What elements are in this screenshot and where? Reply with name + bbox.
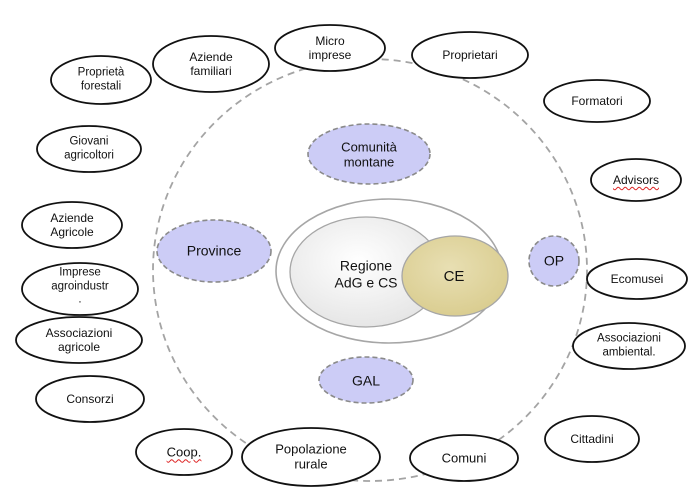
gal-ellipse <box>318 356 414 404</box>
stakeholder-cittadini: Cittadini <box>570 431 614 446</box>
comunita-montane-ellipse <box>307 123 431 185</box>
stakeholder-ecomusei: Ecomusei <box>610 271 664 286</box>
stakeholder-ellipse-comuni <box>409 434 519 482</box>
stakeholder-ellipse-imprese-agroindustr <box>21 262 139 316</box>
stakeholder-proprietari: Proprietari <box>442 47 498 62</box>
province-label: Province <box>186 242 242 259</box>
stakeholder-micro-imprese: Micro imprese <box>308 33 352 62</box>
ce-ellipse <box>401 235 509 317</box>
stakeholder-ellipse-giovani-agricoltori <box>36 125 142 173</box>
op-ellipse <box>528 235 580 287</box>
stakeholder-ellipse-advisors <box>590 158 682 202</box>
op-label: OP <box>543 252 565 269</box>
ce-label: CE <box>443 268 465 286</box>
stakeholder-advisors: Advisors <box>612 172 660 187</box>
stakeholder-ellipse-consorzi <box>35 375 145 423</box>
stakeholder-coop: Coop. <box>166 444 202 460</box>
stakeholder-ellipse-proprietari <box>411 31 529 79</box>
stakeholder-formatori: Formatori <box>571 93 623 108</box>
stakeholder-ellipse-aziende-familiari <box>152 35 270 93</box>
stakeholder-aziende-agricole: Aziende Agricole <box>50 210 94 239</box>
stakeholder-consorzi: Consorzi <box>66 391 114 406</box>
stakeholder-popolazione-rurale: Popolazione rurale <box>275 441 347 472</box>
stakeholder-ellipse-micro-imprese <box>274 24 386 72</box>
gal-label: GAL <box>351 372 381 389</box>
stakeholder-ellipse-associazioni-agricole <box>15 316 143 364</box>
stakeholder-imprese-agroindustr: Imprese agroindustr . <box>51 266 109 306</box>
stakeholder-ellipse-formatori <box>543 79 651 123</box>
stakeholder-ellipse-associazioni-ambientali <box>572 322 686 370</box>
stakeholder-aziende-familiari: Aziende familiari <box>189 49 233 78</box>
stakeholder-associazioni-ambientali: Associazioni ambiental. <box>597 332 661 358</box>
stakeholder-associazioni-agricole: Associazioni agricole <box>45 325 113 354</box>
stakeholder-ellipse-ecomusei <box>586 258 688 300</box>
stakeholder-ellipse-aziende-agricole <box>21 201 123 249</box>
stakeholder-ellipse-cittadini <box>544 415 640 463</box>
stakeholder-giovani-agricoltori: Giovani agricoltori <box>64 135 114 161</box>
province-ellipse <box>156 219 272 283</box>
stakeholder-ellipse-coop <box>135 428 233 476</box>
stakeholder-comuni: Comuni <box>441 450 487 466</box>
regione-label: Regione AdG e CS <box>334 257 398 290</box>
stakeholder-proprieta-forestali: Proprietà forestali <box>77 66 125 92</box>
stakeholder-ellipse-popolazione-rurale <box>241 427 381 487</box>
stakeholder-ellipse-proprieta-forestali <box>50 55 152 105</box>
comunita-montane-label: Comunità montane <box>341 139 397 170</box>
